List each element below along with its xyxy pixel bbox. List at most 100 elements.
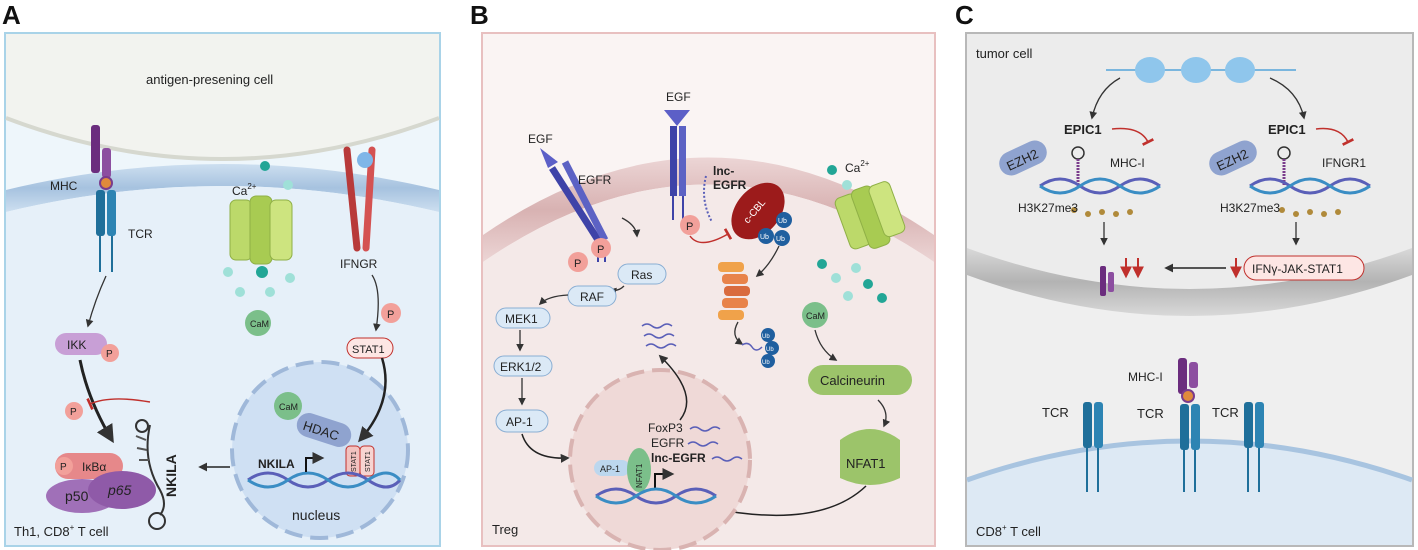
egfr-gene-label: EGFR: [651, 436, 685, 450]
nfat1-label: NFAT1: [846, 456, 886, 471]
phospho-icon: [101, 344, 119, 362]
ubiquitin-chain: [758, 212, 792, 246]
calcium-ions: [223, 161, 295, 297]
ubiquitin-fragments: [741, 328, 779, 368]
foxp3-label: FoxP3: [648, 421, 683, 435]
stat1-label: STAT1: [352, 344, 385, 356]
cam-label: CaM: [250, 319, 269, 329]
cam-icon: [245, 310, 271, 336]
raf-label: RAF: [580, 290, 604, 304]
inhibition-arrow-icon: [689, 228, 733, 244]
phospho-label: P: [574, 258, 581, 270]
phospho-icon: [381, 303, 401, 323]
dna-helix-icon: [1249, 177, 1371, 195]
tcr-label: TCR: [1042, 405, 1069, 420]
apc-label: antigen-presening cell: [146, 72, 273, 87]
rna-transcripts: [641, 323, 743, 462]
cd8-t-cell-body: [967, 441, 1412, 545]
phospho-label: P: [70, 407, 77, 418]
stat1-small-label: STAT1: [365, 451, 372, 472]
tcr-icon: [1180, 404, 1200, 492]
calcium-channel-icon: [834, 181, 906, 250]
arrow-icon: [521, 433, 570, 463]
inhibition-arrow-icon: [86, 397, 151, 411]
p50-label: p50: [65, 488, 89, 504]
ub-label: Ub: [776, 236, 785, 243]
stem-loop-rna-icon: [135, 419, 166, 530]
dna-helix-icon: [247, 471, 402, 489]
phospho-icon: [65, 402, 83, 420]
panel-a: A antigen-presening cell MHC TCR Ca2+: [2, 0, 441, 547]
calcineurin-label: Calcineurin: [820, 373, 885, 388]
tcr-label: TCR: [128, 227, 153, 241]
dna-helix-icon: [595, 487, 717, 505]
calcium-ions: [817, 165, 887, 303]
tcr-icon: [1083, 402, 1103, 492]
mhc-i-icon: [1100, 266, 1114, 296]
egfr-label: EGFR: [578, 173, 612, 187]
panel-b: B EGF EGFR P P EGF P lnc- EGFR: [470, 0, 936, 550]
mhc-label: MHC: [50, 179, 78, 193]
methylation-marks: [1071, 207, 1133, 217]
calcineurin-pill: [808, 365, 912, 395]
cam-label: CaM: [279, 402, 298, 412]
arrow-icon: [371, 274, 381, 332]
ap1-label: AP-1: [506, 415, 533, 429]
apc-membrane: [5, 116, 440, 161]
stat1-dimer: [359, 445, 375, 477]
tcr-label: TCR: [1212, 405, 1239, 420]
tumor-cell-body: [967, 34, 1412, 289]
panel-b-letter: B: [470, 0, 489, 30]
h3k27-label: H3K27me3: [1018, 201, 1078, 215]
ikk-pill: [55, 333, 107, 355]
tumor-cell-label: tumor cell: [976, 46, 1032, 61]
phospho-icon: [680, 215, 700, 235]
erk-pill: [493, 355, 553, 377]
c-cbl-icon: [731, 182, 785, 240]
ifn-pathway-label: IFNγ-JAK-STAT1: [1252, 262, 1343, 276]
treg-membrane: [483, 157, 934, 262]
ikk-label: IKK: [67, 338, 86, 352]
dna-helix-icon: [1039, 177, 1161, 195]
inhibition-arrow-icon: [1315, 127, 1354, 146]
proteasome-icon: [718, 262, 750, 320]
arrow-icon: [85, 275, 107, 328]
ub-label: Ub: [762, 360, 770, 366]
phospho-label: P: [60, 462, 67, 473]
mek1-pill: [495, 307, 551, 329]
mhci-target-label: MHC-I: [1110, 156, 1145, 170]
ub-label: Ub: [760, 234, 769, 241]
mhc-i-surface-icon: [1178, 358, 1198, 403]
arrow-icon: [654, 468, 675, 488]
nucleus: [568, 368, 752, 550]
ezh2-pill: [999, 140, 1047, 176]
phospho-label: P: [387, 309, 394, 321]
phospho-icon: [568, 252, 588, 272]
stat1-small-label: STAT1: [351, 451, 358, 472]
calcium-label: Ca2+: [232, 182, 257, 198]
phospho-label: P: [106, 349, 113, 360]
tumor-membrane: [967, 248, 1412, 316]
calcium-label: Ca2+: [845, 159, 870, 175]
raf-pill: [567, 285, 617, 307]
ifngr-receptor-icon: [343, 146, 376, 252]
panel-a-letter: A: [2, 0, 21, 30]
epic1-right-label: EPIC1: [1268, 122, 1306, 137]
egfr-receptor-icon: [664, 110, 690, 220]
cam-icon: [274, 392, 302, 420]
mhc-receptor-icon: [91, 125, 116, 272]
nfat1-icon: [840, 429, 900, 485]
ifngr-label: IFNGR: [340, 257, 378, 271]
nkila-gene-label: NKILA: [258, 457, 295, 471]
arrow-icon: [877, 399, 891, 428]
cd8-t-cell-label: CD8+ T cell: [976, 523, 1041, 539]
h3k27-label: H3K27me3: [1220, 201, 1280, 215]
ikba-pill: [55, 453, 123, 479]
phospho-icon: [591, 238, 611, 258]
nfat1-small-label: NFAT1: [635, 463, 644, 488]
arrow-icon: [658, 354, 688, 421]
lnc-egfr-gene-label: lnc-EGFR: [651, 451, 706, 465]
p65-icon: [88, 471, 156, 509]
phospho-label: P: [686, 221, 693, 233]
inhibition-arrow-icon: [1111, 127, 1154, 146]
